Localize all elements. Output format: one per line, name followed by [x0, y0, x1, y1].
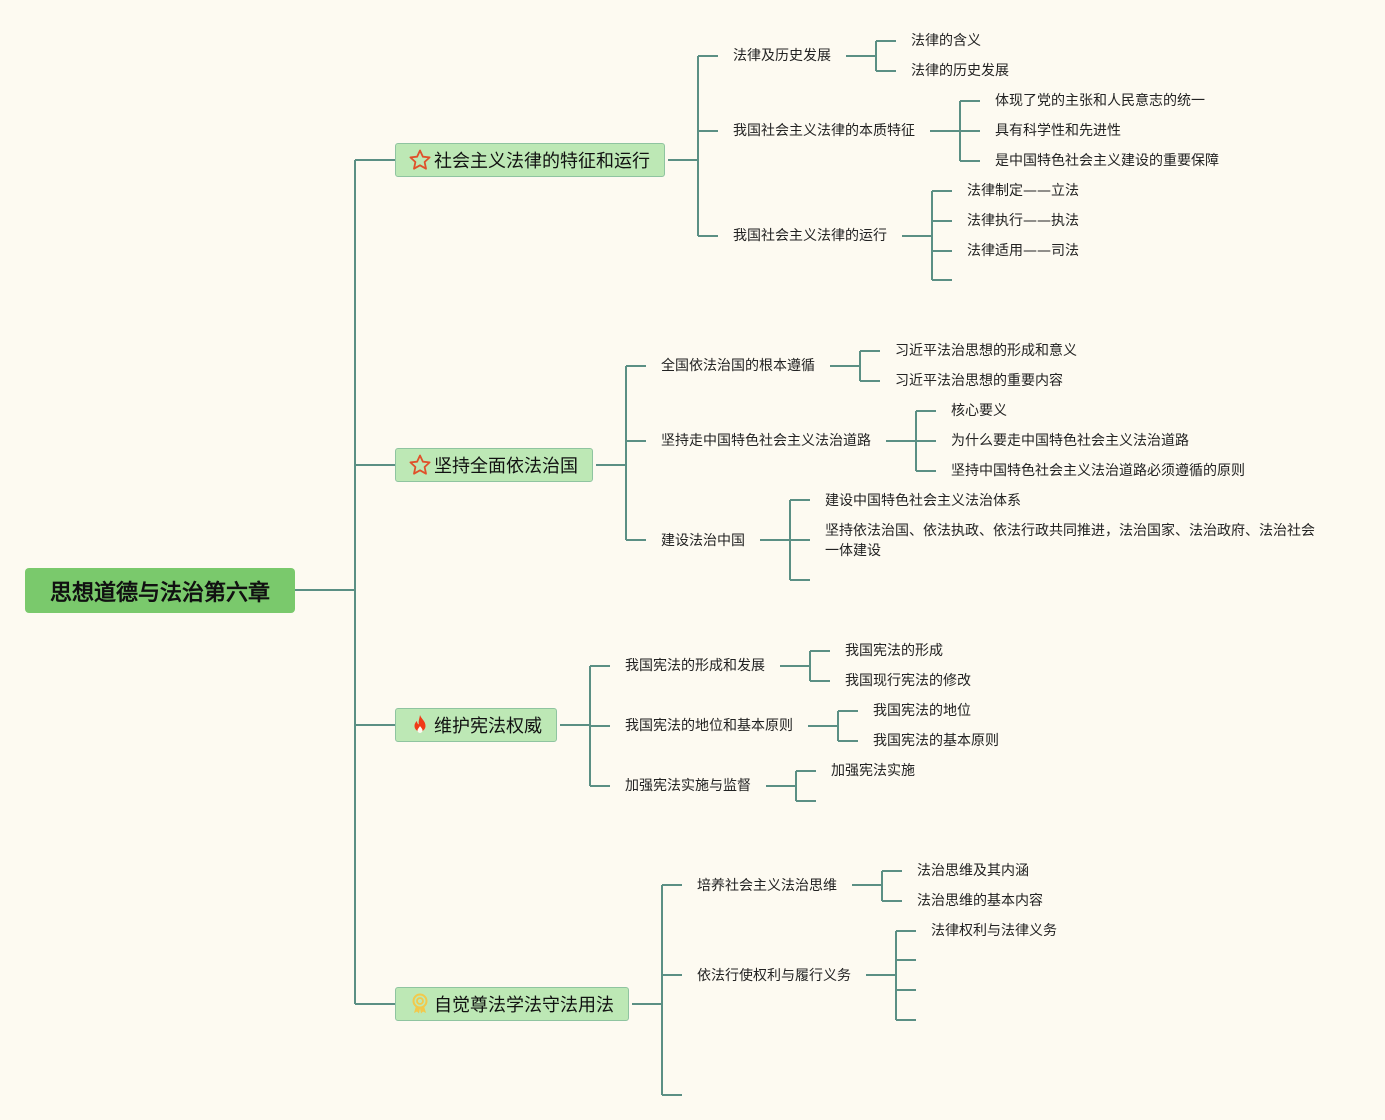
- sub-topic[interactable]: 依法行使权利与履行义务: [697, 968, 851, 984]
- sub-topic[interactable]: 全国依法治国的根本遵循: [661, 358, 815, 374]
- leaf-topic[interactable]: 法治思维的基本内容: [917, 893, 1043, 909]
- leaf-topic[interactable]: 我国宪法的地位: [873, 703, 971, 719]
- main-node-label: 坚持全面依法治国: [434, 456, 578, 477]
- main-node-label: 社会主义法律的特征和运行: [434, 151, 650, 172]
- leaf-topic[interactable]: 为什么要走中国特色社会主义法治道路: [951, 433, 1189, 449]
- sub-topic[interactable]: 我国社会主义法律的运行: [733, 228, 887, 244]
- star-outline-icon: [408, 148, 432, 172]
- leaf-topic[interactable]: 坚持中国特色社会主义法治道路必须遵循的原则: [951, 463, 1245, 479]
- leaf-topic[interactable]: 我国现行宪法的修改: [845, 673, 971, 689]
- star-outline-icon: [408, 453, 432, 477]
- leaf-topic[interactable]: 法律执行——执法: [967, 213, 1079, 229]
- leaf-topic[interactable]: 坚持依法治国、依法执政、依法行政共同推进，法治国家、法治政府、法治社会一体建设: [825, 523, 1315, 559]
- leaf-topic[interactable]: 我国宪法的基本原则: [873, 733, 999, 749]
- sub-topic[interactable]: 加强宪法实施与监督: [625, 778, 751, 794]
- medal-icon: [408, 992, 432, 1016]
- leaf-topic[interactable]: 法治思维及其内涵: [917, 863, 1029, 879]
- main-node-label: 自觉尊法学法守法用法: [434, 995, 614, 1016]
- root-label: 思想道德与法治第六章: [49, 580, 270, 606]
- sub-topic[interactable]: 我国社会主义法律的本质特征: [733, 123, 915, 139]
- leaf-topic[interactable]: 习近平法治思想的重要内容: [895, 373, 1063, 389]
- root-node[interactable]: 思想道德与法治第六章: [25, 568, 295, 613]
- fire-icon: [408, 713, 432, 737]
- leaf-topic[interactable]: 体现了党的主张和人民意志的统一: [995, 93, 1205, 109]
- leaf-topic[interactable]: 法律适用——司法: [967, 243, 1079, 259]
- sub-topic[interactable]: 培养社会主义法治思维: [697, 878, 837, 894]
- sub-topic[interactable]: 我国宪法的形成和发展: [625, 658, 765, 674]
- leaf-topic[interactable]: 习近平法治思想的形成和意义: [895, 343, 1077, 359]
- sub-topic[interactable]: 我国宪法的地位和基本原则: [625, 718, 793, 734]
- leaf-topic[interactable]: 加强宪法实施: [831, 763, 915, 779]
- leaf-topic[interactable]: 法律制定——立法: [967, 183, 1079, 199]
- leaf-topic[interactable]: 法律权利与法律义务: [931, 923, 1057, 939]
- main-node-respect-law[interactable]: 自觉尊法学法守法用法: [395, 987, 629, 1021]
- leaf-topic[interactable]: 建设中国特色社会主义法治体系: [825, 493, 1021, 509]
- main-node-rule-of-law[interactable]: 坚持全面依法治国: [395, 448, 593, 482]
- leaf-topic[interactable]: 法律的历史发展: [911, 63, 1009, 79]
- sub-topic[interactable]: 坚持走中国特色社会主义法治道路: [661, 433, 871, 449]
- main-node-label: 维护宪法权威: [434, 716, 542, 737]
- main-node-constitution[interactable]: 维护宪法权威: [395, 708, 557, 742]
- leaf-topic[interactable]: 是中国特色社会主义建设的重要保障: [995, 153, 1219, 169]
- sub-topic[interactable]: 法律及历史发展: [733, 48, 831, 64]
- leaf-topic[interactable]: 我国宪法的形成: [845, 643, 943, 659]
- leaf-topic[interactable]: 具有科学性和先进性: [995, 123, 1121, 139]
- leaf-topic[interactable]: 法律的含义: [911, 33, 981, 49]
- main-node-law-features[interactable]: 社会主义法律的特征和运行: [395, 143, 665, 177]
- sub-topic[interactable]: 建设法治中国: [661, 533, 745, 549]
- leaf-topic[interactable]: 核心要义: [951, 403, 1007, 419]
